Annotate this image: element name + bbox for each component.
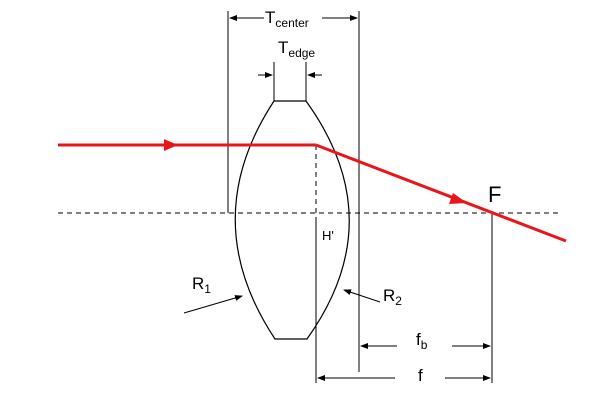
refracted-ray — [315, 143, 567, 243]
principal-plane-label: H' — [322, 228, 334, 243]
fb-label: fb — [416, 330, 428, 352]
t-center-label: Tcenter — [265, 8, 309, 30]
incident-ray-arrowhead — [164, 139, 178, 151]
r1-leader-arrow — [183, 295, 243, 314]
r2-leader-arrow — [343, 289, 381, 303]
r1-label: R1 — [192, 274, 211, 296]
biconvex-lens — [234, 100, 350, 340]
focal-point-label: F — [488, 182, 501, 207]
f-label: f — [418, 366, 423, 385]
t-edge-label: Tedge — [278, 38, 315, 60]
r2-label: R2 — [383, 286, 402, 308]
refracted-ray-arrowhead — [449, 193, 467, 204]
